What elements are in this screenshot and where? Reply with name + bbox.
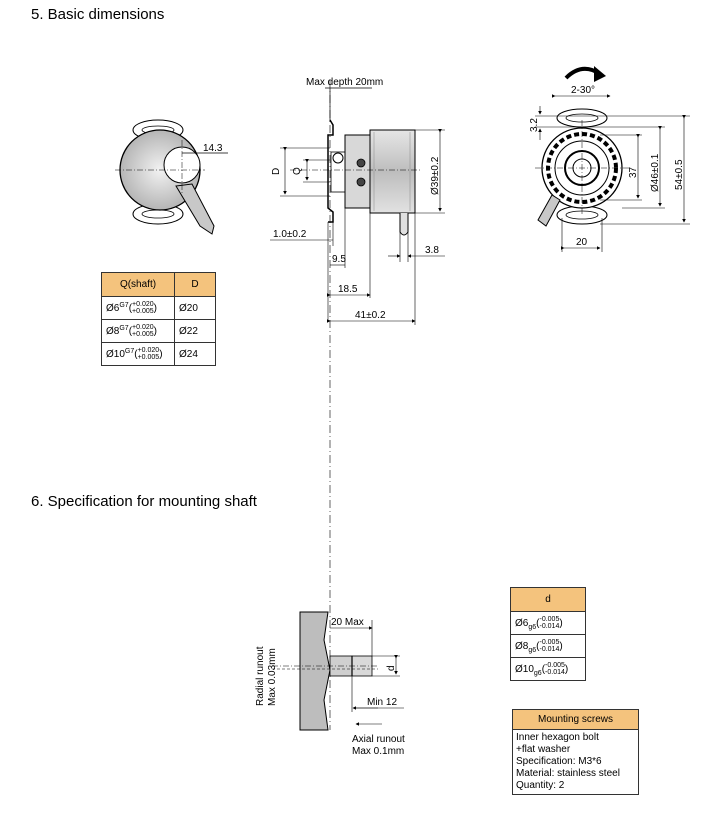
mounting-shaft-d-table: d Ø6g6(-0.005-0.014) Ø8g6(-0.005-0.014) … <box>510 587 586 681</box>
dim-1-0: 1.0±0.2 <box>273 229 307 240</box>
table-row: Ø10G7(+0.020+0.005) Ø24 <box>101 342 216 366</box>
dim-d: D <box>271 168 282 175</box>
mounting-screws-box: Mounting screws Inner hexagon bolt +flat… <box>512 709 639 795</box>
table-row: Ø10g6(-0.005-0.014) <box>510 657 586 681</box>
dim-3-2: 3.2 <box>529 118 540 132</box>
encoder-front-view-right: 2-30° <box>535 66 630 227</box>
dim-q: Q <box>292 167 303 175</box>
screw-spec-line: Specification: M3*6 <box>516 756 602 767</box>
radial-runout-line2: Max 0.03mm <box>267 648 278 706</box>
mounting-shaft-view <box>272 611 378 731</box>
screw-spec-line: +flat washer <box>516 744 571 755</box>
table-row: Ø6G7(+0.020+0.005) Ø20 <box>101 296 216 320</box>
rotation-angle: 2-30° <box>571 85 595 96</box>
table-row: Ø8G7(+0.020+0.005) Ø22 <box>101 319 216 343</box>
table-row: Ø6g6(-0.005-0.014) <box>510 611 586 635</box>
radial-runout-line1: Radial runout <box>255 646 266 706</box>
shaft-tolerance-table: Q(shaft) D Ø6G7(+0.020+0.005) Ø20 Ø8G7(+… <box>101 272 216 366</box>
dim-46: Ø46±0.1 <box>650 153 661 192</box>
dim-20-max: 20 Max <box>331 617 364 628</box>
axial-runout-line1: Axial runout <box>352 734 405 745</box>
max-depth-label: Max depth 20mm <box>306 77 383 88</box>
encoder-front-view-left <box>115 119 228 235</box>
table-header-small-d: d <box>510 587 586 612</box>
screw-spec-line: Quantity: 2 <box>516 780 565 791</box>
axial-runout-line2: Max 0.1mm <box>352 746 404 757</box>
dim-14-3: 14.3 <box>203 143 223 154</box>
encoder-side-view <box>290 119 420 236</box>
dim-20: 20 <box>576 237 588 248</box>
screw-spec-line: Material: stainless steel <box>516 768 620 779</box>
screw-spec-line: Inner hexagon bolt <box>516 732 599 743</box>
section-5-heading: 5. Basic dimensions <box>31 6 165 23</box>
dim-18-5: 18.5 <box>338 284 358 295</box>
dim-9-5: 9.5 <box>332 254 346 265</box>
table-row: Ø8g6(-0.005-0.014) <box>510 634 586 658</box>
table-header-q: Q(shaft) <box>101 272 175 297</box>
table-header-d: D <box>174 272 216 297</box>
dim-54: 54±0.5 <box>674 159 685 190</box>
dim-37: 37 <box>628 166 639 178</box>
dim-min-12: Min 12 <box>367 697 397 708</box>
dim-41: 41±0.2 <box>355 310 386 321</box>
dim-39: Ø39±0.2 <box>430 156 441 195</box>
dim-3-8: 3.8 <box>425 245 439 256</box>
dim-small-d: d <box>386 665 397 671</box>
section-6-heading: 6. Specification for mounting shaft <box>31 493 257 510</box>
mounting-screws-title: Mounting screws <box>513 710 638 730</box>
